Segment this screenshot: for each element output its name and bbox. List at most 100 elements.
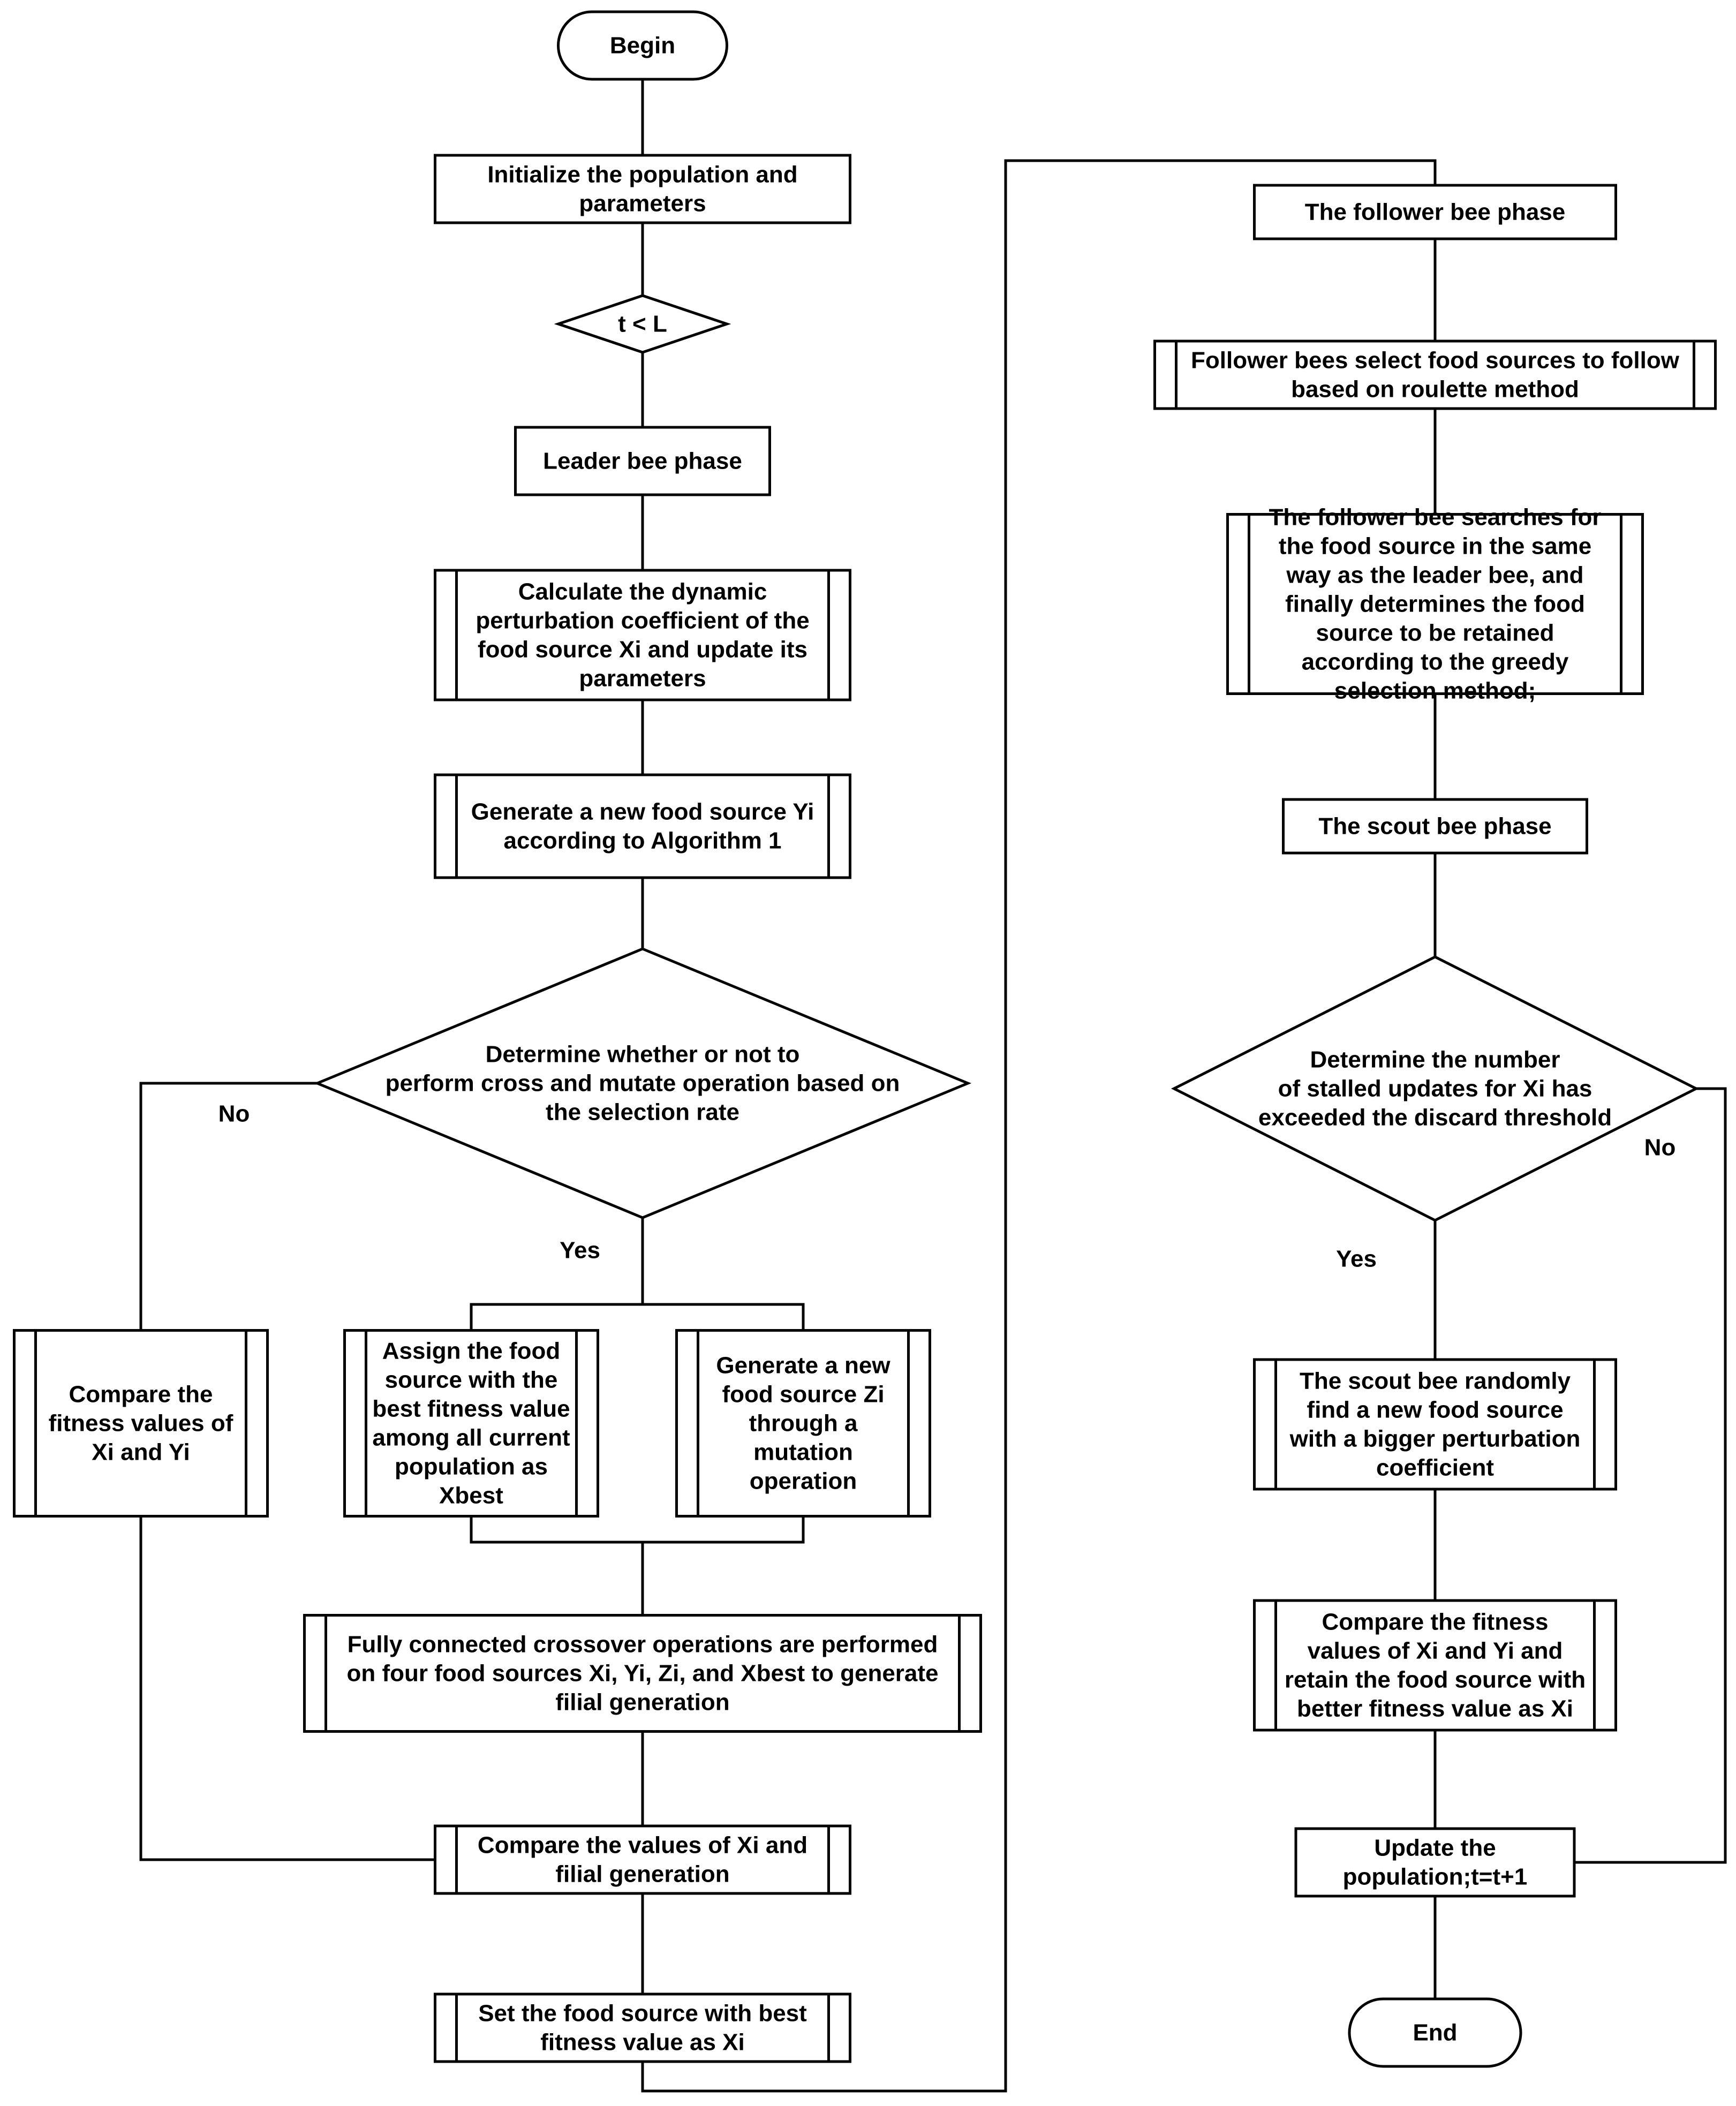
node-label-line: best fitness value [372,1396,570,1422]
node-label-line: Update the [1374,1835,1496,1861]
node-crossover: Fully connected crossover operations are… [303,1614,982,1733]
node-label-line: The scout bee phase [1318,813,1551,840]
node-label-line: Fully connected crossover operations are… [348,1632,938,1658]
node-label-line: Initialize the population and [487,162,797,188]
node-label-line: source to be retained [1316,620,1554,646]
node-label-line: Compare the [69,1382,213,1408]
node-roulette: Follower bees select food sources to fol… [1153,339,1717,410]
node-label-line: source with the [385,1367,558,1393]
node-label-line: selection method; [1334,678,1536,704]
node-label-line: population;t=t+1 [1343,1864,1528,1890]
node-init: Initialize the population and parameters [434,154,851,224]
process-box [1294,1827,1576,1898]
predefined-process-box [675,1329,931,1518]
edge-label-cross-no: No [218,1101,250,1127]
node-label-line: better fitness value as Xi [1297,1696,1573,1722]
node-label-line: Leader bee phase [543,448,742,474]
connector-7 [139,1082,317,1330]
terminator-shape [1348,1997,1522,2068]
node-label-line: perform cross and mutate operation based… [386,1070,900,1097]
terminator-shape [557,10,728,81]
node-label-line: Xi and Yi [92,1439,190,1466]
node-label-line: way as the leader bee, and [1286,562,1583,588]
node-label-line: The follower bee phase [1305,199,1566,225]
node-leader-phase: Leader bee phase [514,426,771,496]
node-label-line: operation [750,1468,857,1494]
connector-23 [1574,1087,1727,1864]
node-label-line: according to the greedy [1302,649,1569,675]
node-loop-check: t < L [554,294,731,354]
edge-label-stall-yes: Yes [1336,1246,1377,1272]
predefined-process-box [434,1992,851,2063]
node-compare-retain: Compare the fitness values of Xi and Yi a… [1253,1599,1617,1732]
predefined-process-box [303,1614,982,1733]
node-label-line: coefficient [1376,1455,1494,1481]
predefined-process-box [343,1329,599,1518]
node-label-line: based on roulette method [1291,376,1579,403]
process-box [514,426,771,496]
decision-diamond [554,294,731,354]
node-label-line: values of Xi and Yi and [1308,1638,1563,1664]
edge-label-cross-yes: Yes [560,1237,600,1264]
node-label-line: the food source in the same [1279,533,1591,560]
node-update-pop: Update the population;t=t+1 [1294,1827,1576,1898]
node-label-line: Determine the number [1310,1047,1560,1073]
predefined-process-box [1253,1358,1617,1491]
process-box [1282,798,1588,855]
node-label-line: with a bigger perturbation [1289,1426,1581,1452]
node-label-line: Generate a new food source Yi [471,799,814,825]
connector-9 [470,1303,805,1330]
node-label-line: Compare the fitness [1322,1609,1549,1635]
node-assign-xbest: Assign the food source with the best fitne… [343,1329,599,1518]
node-label-line: Xbest [439,1483,503,1509]
node-label-line: population as [395,1454,548,1480]
node-label-line: exceeded the discard threshold [1258,1105,1612,1131]
node-scout-phase: The scout bee phase [1282,798,1588,855]
node-label-line: Set the food source with best [478,2001,807,2027]
decision-diamond [313,947,972,1219]
node-begin: Begin [557,10,728,81]
predefined-process-box [1153,339,1717,410]
node-label-line: parameters [579,666,706,692]
node-label-line: Assign the food [382,1338,560,1364]
node-label-line: The scout bee randomly [1300,1368,1571,1394]
predefined-process-box [434,569,851,701]
connector-15 [641,159,1437,2093]
predefined-process-box [1226,513,1644,695]
node-label-line: Compare the values of Xi and [478,1832,807,1859]
node-label-line: finally determines the food [1285,591,1585,617]
node-label-line: according to Algorithm 1 [503,828,781,854]
node-label-line: among all current [372,1425,570,1451]
node-label-line: of stalled updates for Xi has [1278,1076,1592,1102]
node-label-line: Begin [610,33,675,59]
decision-diamond [1171,955,1700,1222]
predefined-process-box [1253,1599,1617,1732]
node-label-line: through a [749,1410,858,1437]
connector-12 [139,1516,435,1861]
node-label-line: parameters [579,191,706,217]
predefined-process-box [13,1329,269,1518]
node-label-line: food source Zi [722,1382,884,1408]
node-label-line: food source Xi and update its [478,637,807,663]
connectors [139,79,1727,2093]
predefined-process-box [434,773,851,879]
process-box [434,154,851,224]
node-end: End [1348,1997,1522,2068]
node-label-line: perturbation coefficient of the [475,608,809,634]
node-stall-decision: Determine the number of stalled updates f… [1171,955,1700,1222]
node-label-line: Follower bees select food sources to fol… [1191,348,1680,374]
predefined-process-box [434,1824,851,1895]
node-label-line: fitness values of [49,1410,233,1437]
node-label-line: filial generation [555,1861,729,1888]
node-label-line: retain the food source with [1285,1667,1586,1693]
